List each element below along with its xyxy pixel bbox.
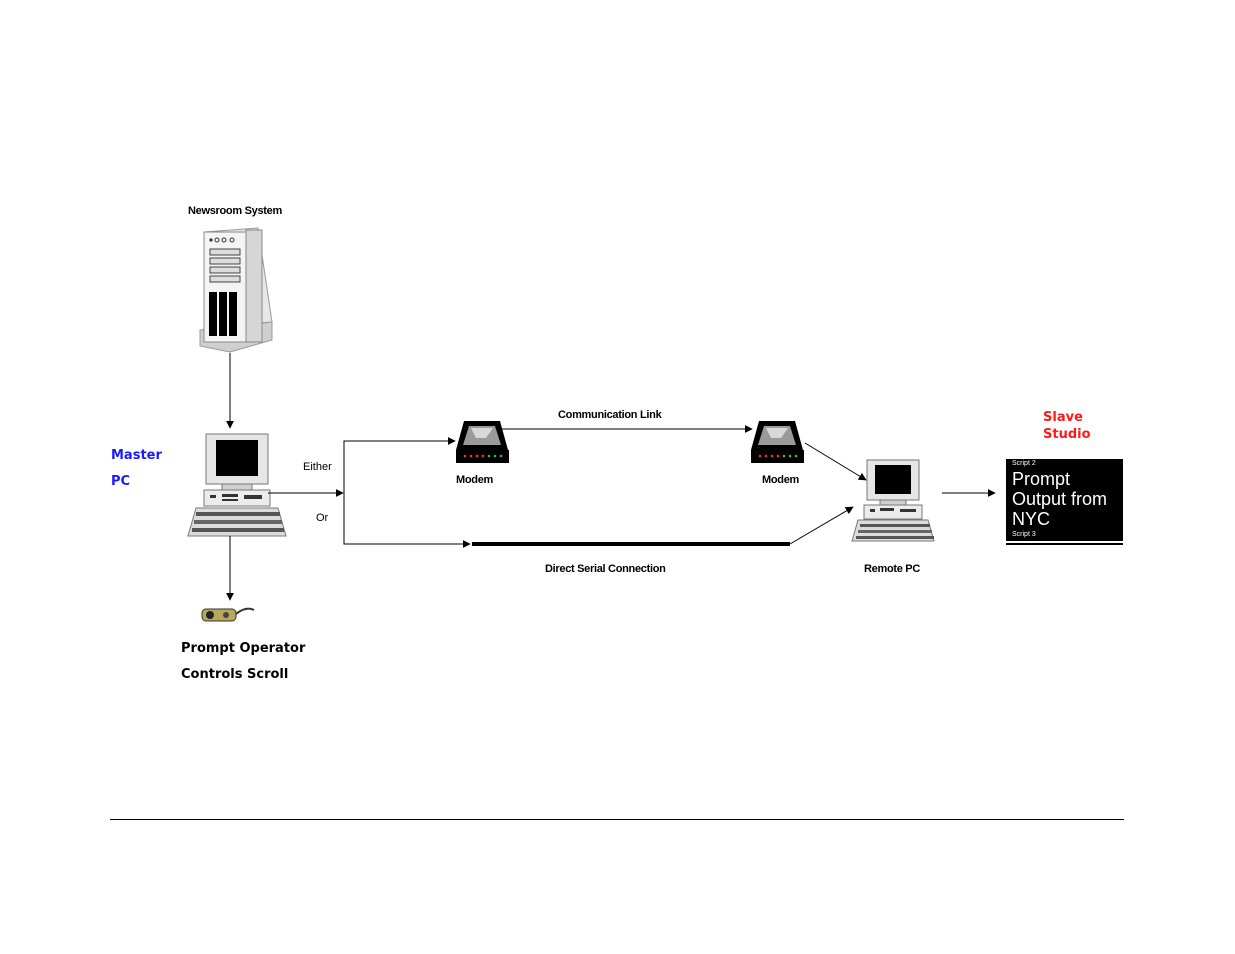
master-pc-label-line2: PC <box>111 474 130 489</box>
slave-studio-label-line2: Studio <box>1043 427 1091 442</box>
modem-icon-left <box>456 421 509 463</box>
slave-studio-label-line1: Slave <box>1043 410 1083 425</box>
modem-icon-right <box>751 421 804 463</box>
arrow-modem-to-remote <box>805 443 866 480</box>
scroll-controller-icon <box>202 609 254 621</box>
script-bottom-label: Script 3 <box>1012 531 1036 538</box>
prompt-output-screen: Script 2 Prompt Output from NYC Script 3 <box>1006 459 1123 545</box>
page-divider <box>110 819 1124 820</box>
remote-pc-icon <box>852 460 934 541</box>
line-split-to-modem <box>344 441 455 493</box>
master-pc-label-line1: Master <box>111 448 162 463</box>
direct-serial-connection-label: Direct Serial Connection <box>545 563 666 575</box>
prompt-operator-label-line1: Prompt Operator <box>181 641 305 656</box>
line-split-to-serial <box>344 493 470 544</box>
newsroom-system-label: Newsroom System <box>188 205 282 217</box>
modem-left-label: Modem <box>456 474 493 486</box>
or-label: Or <box>316 512 328 524</box>
screen-bottom-bar <box>1006 541 1123 543</box>
communication-link-label: Communication Link <box>558 409 661 421</box>
modem-right-label: Modem <box>762 474 799 486</box>
remote-pc-label: Remote PC <box>864 563 920 575</box>
server-tower-icon <box>200 228 272 352</box>
script-top-label: Script 2 <box>1012 460 1036 467</box>
prompt-operator-label-line2: Controls Scroll <box>181 667 288 682</box>
either-label: Either <box>303 461 332 473</box>
arrow-serial-to-remote <box>790 507 853 544</box>
prompt-output-text: Prompt Output from NYC <box>1012 469 1122 529</box>
master-pc-icon <box>188 434 286 536</box>
